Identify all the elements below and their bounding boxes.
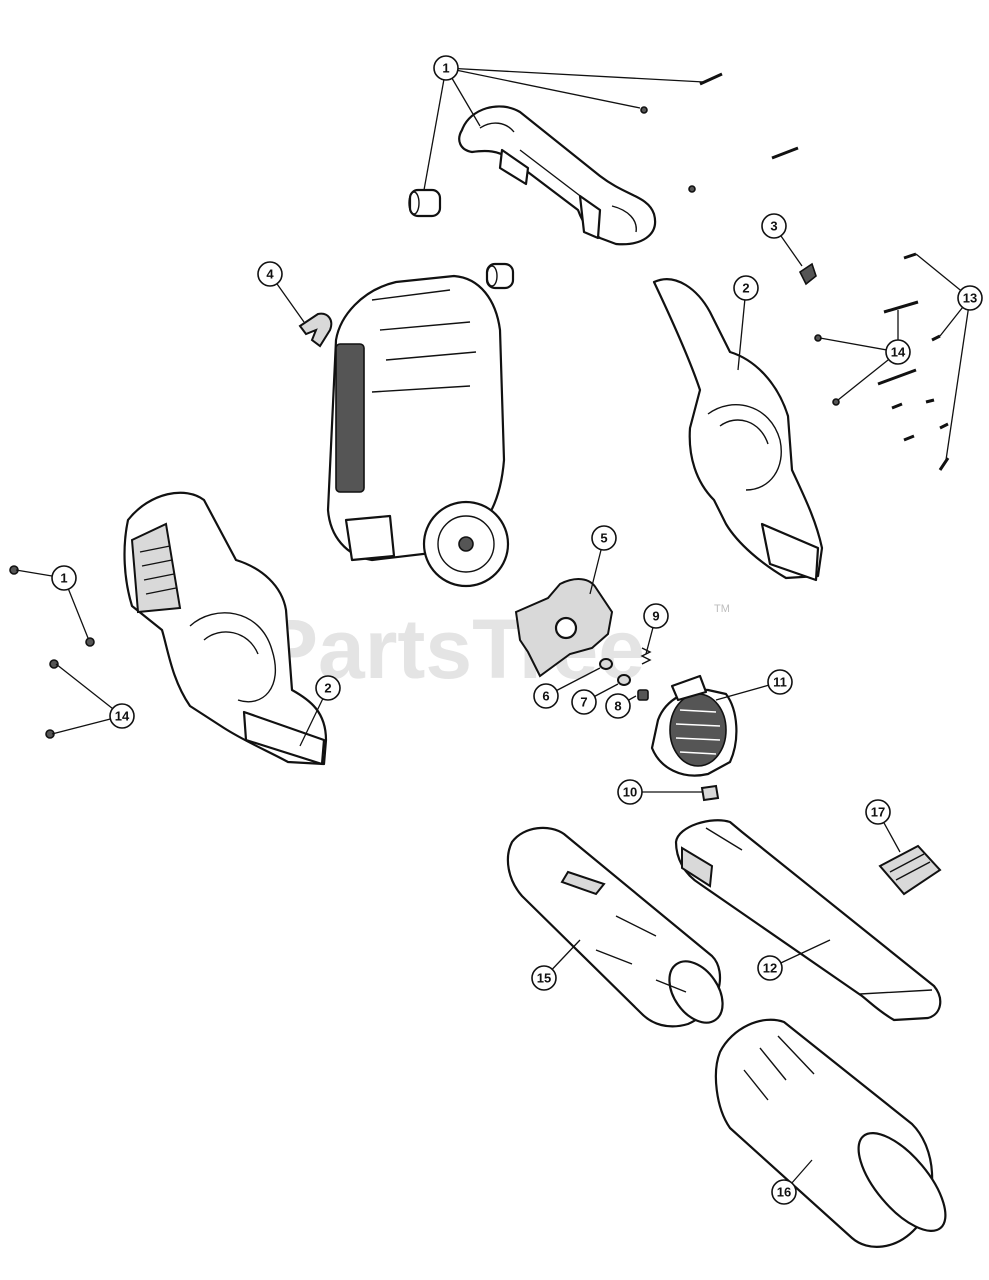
callout-3[interactable]: 3 bbox=[761, 213, 787, 239]
callout-label: 16 bbox=[777, 1185, 791, 1200]
washers-14-right[interactable] bbox=[814, 334, 840, 406]
callout-17[interactable]: 17 bbox=[865, 799, 891, 825]
callout-2-right[interactable]: 2 bbox=[733, 275, 759, 301]
callout-label: 14 bbox=[891, 345, 906, 360]
nuts-left[interactable] bbox=[9, 565, 95, 739]
callout-14-left[interactable]: 14 bbox=[109, 703, 135, 729]
tapered-blower-tube-part[interactable] bbox=[674, 819, 942, 1022]
callout-1-top[interactable]: 1 bbox=[433, 55, 459, 81]
callout-14-right[interactable]: 14 bbox=[885, 339, 911, 365]
callout-label: 13 bbox=[963, 291, 977, 306]
left-blower-housing-part[interactable] bbox=[123, 491, 328, 766]
callout-label: 2 bbox=[324, 681, 331, 696]
callout-label: 7 bbox=[580, 695, 587, 710]
callout-4[interactable]: 4 bbox=[257, 261, 283, 287]
callout-label: 15 bbox=[537, 971, 551, 986]
watermark-trademark: TM bbox=[714, 603, 730, 615]
callout-label: 9 bbox=[652, 609, 659, 624]
throttle-trigger-part[interactable] bbox=[298, 312, 333, 348]
perforated-tube-part[interactable] bbox=[506, 826, 734, 1033]
large-tube-part[interactable] bbox=[714, 1018, 961, 1248]
fan-washer-part[interactable] bbox=[599, 658, 613, 670]
fan-cover-part[interactable] bbox=[650, 674, 738, 777]
right-blower-housing-part[interactable] bbox=[652, 278, 824, 582]
fan-bolt-part[interactable] bbox=[637, 689, 649, 701]
callout-label: 1 bbox=[442, 61, 449, 76]
callout-13[interactable]: 13 bbox=[957, 285, 983, 311]
callout-5[interactable]: 5 bbox=[591, 525, 617, 551]
engine-part[interactable] bbox=[326, 274, 510, 588]
callout-label: 14 bbox=[115, 709, 130, 724]
callout-label: 11 bbox=[773, 675, 787, 690]
callout-16[interactable]: 16 bbox=[771, 1179, 797, 1205]
callout-12[interactable]: 12 bbox=[757, 955, 783, 981]
clip-part[interactable] bbox=[700, 784, 720, 802]
callout-6[interactable]: 6 bbox=[533, 683, 559, 709]
callout-9[interactable]: 9 bbox=[643, 603, 669, 629]
callout-7[interactable]: 7 bbox=[571, 689, 597, 715]
callout-1-left[interactable]: 1 bbox=[51, 565, 77, 591]
callout-label: 8 bbox=[614, 699, 621, 714]
callout-label: 2 bbox=[742, 281, 749, 296]
callout-11[interactable]: 11 bbox=[767, 669, 793, 695]
callout-label: 3 bbox=[770, 219, 777, 234]
callout-label: 5 bbox=[600, 531, 607, 546]
callout-10[interactable]: 10 bbox=[617, 779, 643, 805]
callout-label: 4 bbox=[266, 267, 274, 282]
housing-screws-13[interactable] bbox=[877, 252, 950, 471]
switch-part[interactable] bbox=[798, 262, 817, 286]
callout-15[interactable]: 15 bbox=[531, 965, 557, 991]
callout-label: 6 bbox=[542, 689, 549, 704]
callout-label: 1 bbox=[60, 571, 67, 586]
fan-nut-part[interactable] bbox=[617, 674, 631, 686]
callout-label: 12 bbox=[763, 961, 777, 976]
handle-screws[interactable] bbox=[640, 72, 799, 193]
callout-label: 10 bbox=[623, 785, 637, 800]
handle-part[interactable] bbox=[458, 105, 657, 246]
callout-8[interactable]: 8 bbox=[605, 693, 631, 719]
handle-grip-sleeve-part-2[interactable] bbox=[485, 262, 515, 290]
fan-part[interactable] bbox=[514, 578, 614, 678]
callout-label: 17 bbox=[871, 805, 885, 820]
handle-grip-sleeve-part[interactable] bbox=[408, 188, 442, 218]
callout-2-left[interactable]: 2 bbox=[315, 675, 341, 701]
spacer-pad-part[interactable] bbox=[878, 844, 942, 896]
